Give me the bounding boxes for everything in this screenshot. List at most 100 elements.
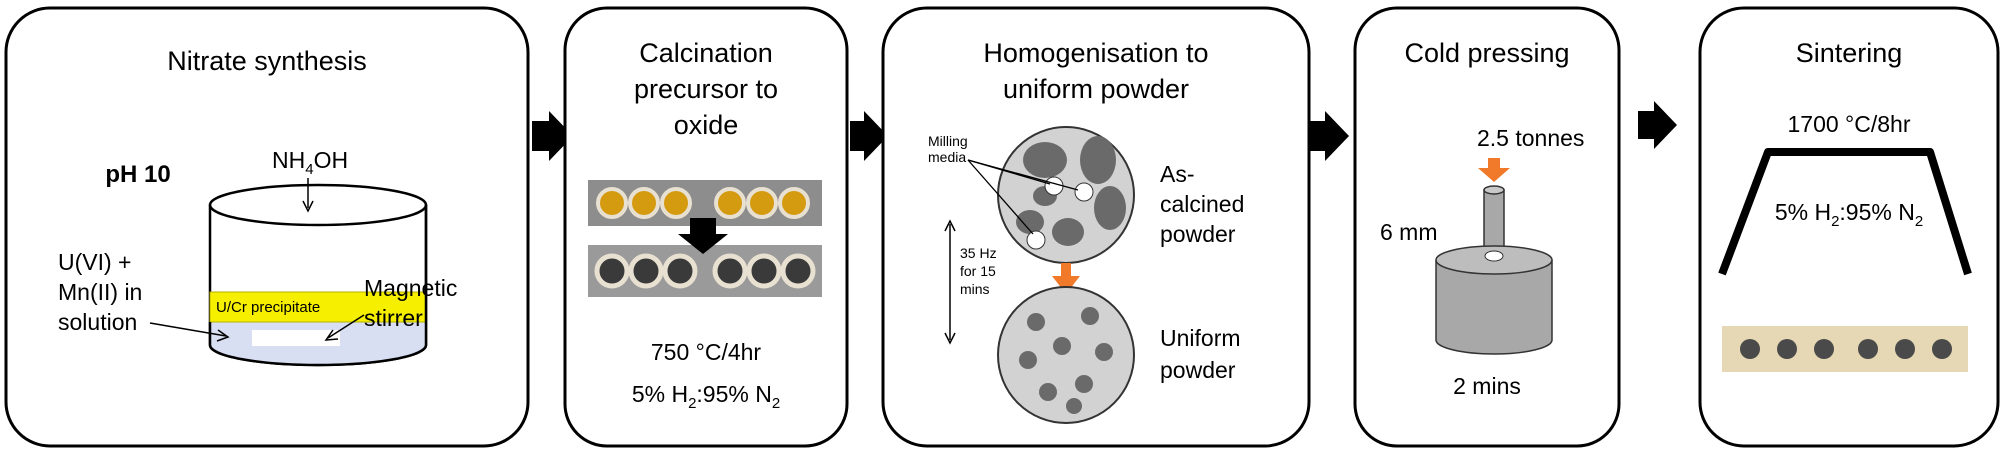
- media-pointer: [967, 159, 1034, 235]
- crucible: [712, 253, 748, 289]
- flow-arrow-1: [532, 111, 573, 161]
- particle: [1080, 136, 1116, 184]
- panel-title-2: uniform powder: [1003, 74, 1189, 104]
- die-body: [1435, 260, 1553, 355]
- crucible: [628, 253, 664, 289]
- solution-label-1: U(VI) +: [58, 249, 131, 275]
- particle: [1095, 343, 1113, 361]
- orange-down-arrow: [1052, 263, 1080, 294]
- arrowhead-up: [944, 219, 956, 232]
- panel-homogenisation: Homogenisation to uniform powder Milling…: [881, 6, 1311, 448]
- particle: [1052, 218, 1084, 246]
- sintering-condition: 1700 °C/8hr: [1788, 111, 1911, 137]
- particle: [1053, 337, 1071, 355]
- crucible: [628, 187, 660, 219]
- particle: [1039, 383, 1057, 401]
- panel-title-3: oxide: [674, 110, 739, 140]
- panel-title-1: Homogenisation to: [983, 38, 1208, 68]
- load-label: 2.5 tonnes: [1477, 125, 1584, 151]
- solution-pointer: [149, 322, 227, 337]
- reagent-pointer-head: [302, 200, 314, 213]
- stir-bar: [252, 330, 340, 346]
- frequency-label-2: for 15: [960, 263, 996, 279]
- frequency-label-1: 35 Hz: [960, 245, 997, 261]
- particle: [1027, 313, 1045, 331]
- punch: [1483, 189, 1505, 253]
- flow-arrow-2: [850, 111, 888, 161]
- uniform-label-1: Uniform: [1160, 325, 1241, 351]
- sintering-atmosphere: 5% H2:95% N2: [1775, 199, 1923, 230]
- temperature-profile: [1718, 148, 1972, 276]
- pellet: [1895, 339, 1915, 359]
- pellets-photo: [1722, 326, 1968, 372]
- uniform-particles: [1019, 307, 1113, 414]
- crucible: [746, 253, 782, 289]
- pellet: [1932, 339, 1952, 359]
- particle: [1019, 351, 1037, 369]
- pellet: [1858, 339, 1878, 359]
- frequency-label-3: mins: [960, 281, 990, 297]
- beaker-outline: [208, 205, 428, 367]
- as-calcined-label-3: powder: [1160, 221, 1236, 247]
- crucible: [778, 187, 810, 219]
- uniform-label-2: powder: [1160, 357, 1236, 383]
- particle: [1066, 398, 1082, 414]
- punch-top: [1483, 185, 1505, 195]
- media-pointer: [967, 159, 1079, 191]
- milling-ball: [1074, 182, 1094, 202]
- particle: [1016, 210, 1044, 234]
- sintered-pellets: [1740, 339, 1952, 359]
- particle: [1081, 307, 1099, 325]
- pellet: [1814, 339, 1834, 359]
- solution-label-3: solution: [58, 309, 137, 335]
- time-label: 2 mins: [1453, 373, 1521, 399]
- load-arrow: [1478, 158, 1510, 182]
- pellet-cavity: [1484, 250, 1504, 262]
- panel-title-1: Calcination: [639, 38, 773, 68]
- as-calcined-particles: [1016, 136, 1126, 246]
- down-arrow: [678, 218, 728, 254]
- particle: [1023, 142, 1067, 178]
- milling-media-label-1: Milling: [928, 133, 968, 149]
- milling-ball: [1026, 230, 1046, 250]
- crucible: [662, 253, 698, 289]
- panel-calcination: Calcination precursor to oxide 750 °C/4h…: [563, 6, 849, 448]
- milling-media-label-2: media: [928, 149, 966, 165]
- crucibles-after: [594, 253, 816, 289]
- panel-sintering: Sintering 1700 °C/8hr 5% H2:95% N2: [1698, 6, 2000, 448]
- particle: [1094, 186, 1126, 230]
- flow-arrow-3: [1308, 111, 1349, 161]
- as-calcined-label-1: As-: [1160, 161, 1195, 187]
- pellet: [1777, 339, 1797, 359]
- panel-title: Nitrate synthesis: [167, 46, 367, 76]
- reagent-label: NH4OH: [272, 147, 348, 178]
- precipitate-label: U/Cr precipitate: [216, 299, 320, 316]
- crucibles-before: [596, 187, 810, 219]
- as-calcined-label-2: calcined: [1160, 191, 1244, 217]
- stirrer-label-2: stirrer: [364, 305, 423, 331]
- stirrer-pointer-head: [324, 329, 339, 341]
- precipitate-band: [209, 291, 427, 323]
- diameter-label: 6 mm: [1380, 219, 1438, 245]
- stirrer-pointer: [327, 314, 365, 339]
- stirrer-label-1: Magnetic: [364, 275, 457, 301]
- crucible: [594, 253, 630, 289]
- ph-label: pH 10: [105, 161, 170, 188]
- particle: [1075, 375, 1093, 393]
- crucible: [596, 187, 628, 219]
- crucible: [746, 187, 778, 219]
- flow-arrow-4: [1638, 101, 1677, 149]
- crucible: [660, 187, 692, 219]
- crucible: [714, 187, 746, 219]
- milling-ball: [1044, 176, 1064, 196]
- calcination-condition: 750 °C/4hr: [651, 339, 762, 365]
- panel-cold-pressing: Cold pressing 2.5 tonnes 6 mm 2 mins: [1353, 6, 1621, 448]
- solution-label-2: Mn(II) in: [58, 279, 142, 305]
- pellet: [1740, 339, 1760, 359]
- arrowhead-down: [944, 332, 956, 345]
- solution-pointer-head: [216, 329, 230, 342]
- uniform-powder-circle: [997, 286, 1135, 424]
- crucible: [780, 253, 816, 289]
- calcination-atmosphere: 5% H2:95% N2: [632, 381, 780, 412]
